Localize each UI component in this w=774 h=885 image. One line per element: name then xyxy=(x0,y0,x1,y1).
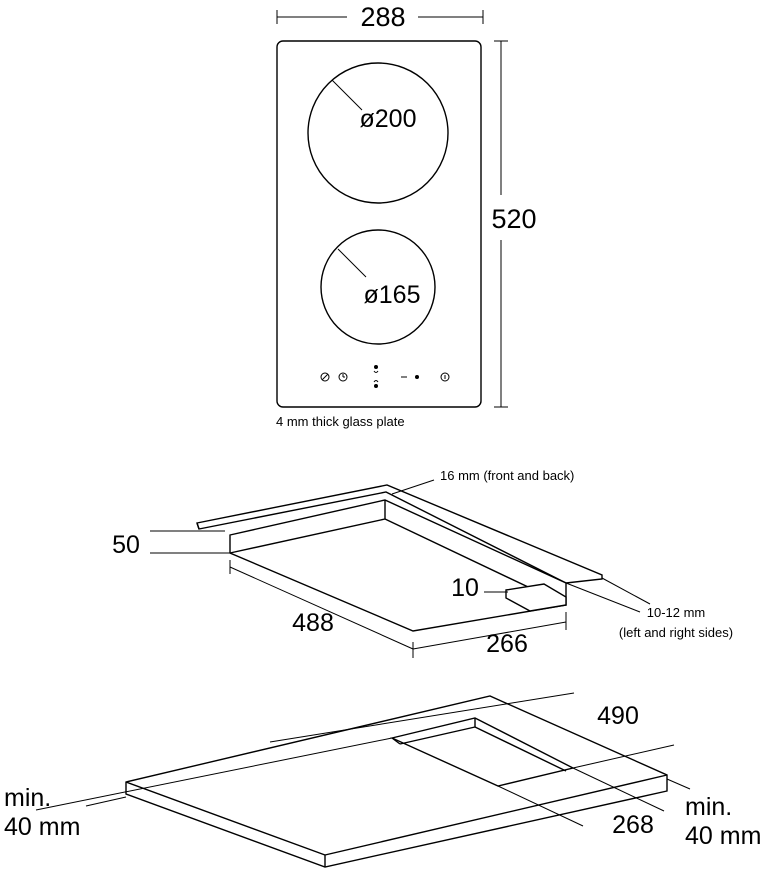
large-burner-ring xyxy=(307,62,449,204)
cutout-width-label: 268 xyxy=(612,811,654,839)
plus-icon xyxy=(415,375,419,379)
body-top-edge-front xyxy=(229,518,386,554)
power-icon xyxy=(320,372,330,382)
glass-plate-slab xyxy=(196,484,603,584)
hob-body xyxy=(229,499,567,632)
lip-label: 10 xyxy=(451,574,479,602)
min-side-leader xyxy=(572,744,675,769)
sides-note-line2: (left and right sides) xyxy=(619,625,733,640)
side-height-label: 50 xyxy=(112,531,140,559)
worktop-front-top-edge xyxy=(125,781,326,856)
cutout-depth-label: 490 xyxy=(597,702,639,730)
front-back-note-leader xyxy=(391,479,435,495)
cutout-width-dim-line-2 xyxy=(572,767,665,812)
min-front-leader xyxy=(35,737,393,811)
cutout-inner-edge-back xyxy=(399,726,476,745)
side-width-label: 266 xyxy=(486,630,528,658)
top-width-label: 288 xyxy=(360,2,405,32)
cutout-inner-edge-right xyxy=(474,726,567,772)
side-view: 50 16 mm (front and back) 488 266 10 10-… xyxy=(112,468,733,658)
cutout-inner-edge-left xyxy=(391,737,401,745)
timer-icon xyxy=(338,372,348,382)
sides-note-leader-2 xyxy=(565,582,641,613)
cutout-depth-dim-line xyxy=(269,692,575,743)
mounting-lip xyxy=(505,583,567,612)
lock-icon xyxy=(440,372,450,382)
top-view: 288 520 ø200 ø165 xyxy=(276,2,537,429)
min-side-line1: min. xyxy=(685,793,732,821)
depth-dimension-line xyxy=(229,566,414,650)
boost-icon xyxy=(373,365,379,388)
min-front-line2: 40 mm xyxy=(4,813,80,841)
sides-note-leader-1 xyxy=(601,577,651,605)
top-height-label: 520 xyxy=(491,204,536,234)
small-burner-radius-line xyxy=(337,248,367,278)
width-dimension-line xyxy=(412,621,567,650)
glass-plate-left-edge xyxy=(196,522,200,530)
min-front-leader-2 xyxy=(85,796,127,807)
front-back-note: 16 mm (front and back) xyxy=(440,468,574,483)
cutout-view: 490 268 min. 40 mm min. 40 mm xyxy=(4,692,761,868)
glass-thickness-note: 4 mm thick glass plate xyxy=(276,414,405,429)
large-burner-diameter-label: ø200 xyxy=(360,105,417,133)
large-burner-radius-line xyxy=(331,79,363,111)
side-depth-label: 488 xyxy=(292,609,334,637)
hob-glass-outline xyxy=(276,40,482,408)
worktop-slab xyxy=(125,695,668,868)
min-front-line1: min. xyxy=(4,784,51,812)
small-burner-ring xyxy=(320,229,436,345)
min-side-line2: 40 mm xyxy=(685,822,761,850)
cutout-width-dim-line xyxy=(497,785,584,827)
sides-note-line1: 10-12 mm xyxy=(647,605,706,620)
small-burner-diameter-label: ø165 xyxy=(364,281,421,309)
worktop-right-top-edge xyxy=(324,774,668,856)
min-side-leader-2 xyxy=(666,778,691,790)
control-panel xyxy=(320,365,450,388)
